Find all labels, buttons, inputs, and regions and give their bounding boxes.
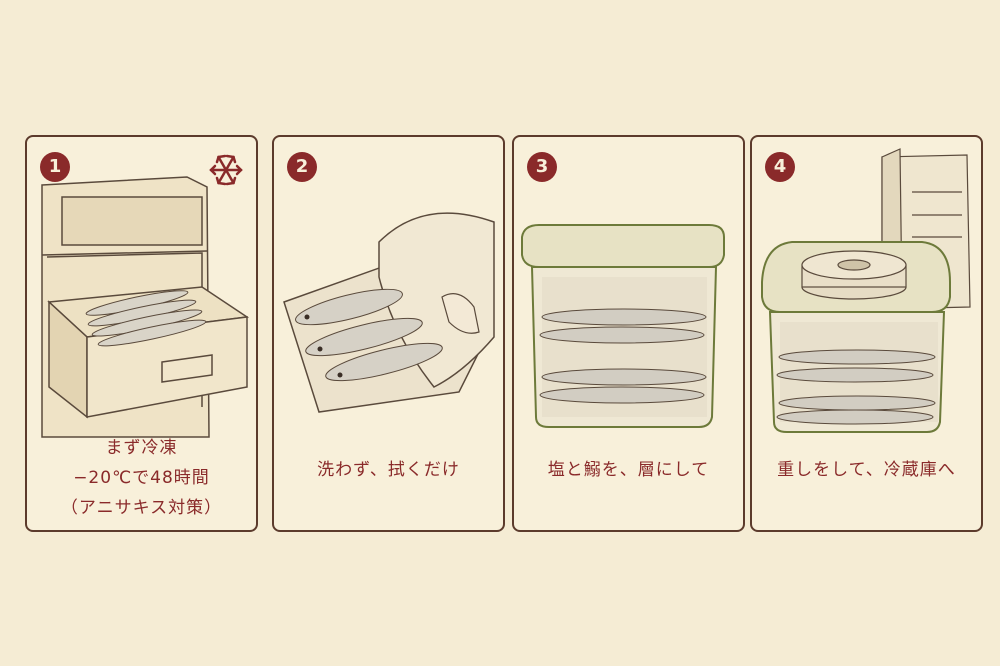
step-panel-3: 3 塩と鰯を、層にして: [512, 135, 745, 532]
step-caption-2: 洗わず、拭くだけ: [274, 455, 503, 485]
step-caption-1: まず冷凍 −20℃で48時間 （アニサキス対策）: [27, 433, 256, 523]
step-number-3: 3: [527, 152, 557, 182]
caption-line: −20℃で48時間: [73, 468, 210, 488]
caption-line: 洗わず、拭くだけ: [317, 460, 460, 480]
towel-wipe-illustration: [283, 212, 495, 413]
caption-line: （アニサキス対策）: [60, 498, 223, 518]
step-panel-1: 1 まず冷凍 −20℃で48時間: [25, 135, 258, 532]
step-panel-4: 4 重しをして、冷蔵庫へ: [750, 135, 983, 532]
step-panel-2: 2 洗わず、拭くだけ: [272, 135, 505, 532]
weight-fridge-illustration: [761, 148, 971, 433]
caption-line: 重しをして、冷蔵庫へ: [777, 460, 956, 480]
snowflake-icon: [209, 154, 243, 186]
step-caption-4: 重しをして、冷蔵庫へ: [752, 455, 981, 485]
step-number-4: 4: [765, 152, 795, 182]
step-caption-3: 塩と鰯を、層にして: [514, 455, 743, 485]
caption-line: まず冷凍: [105, 438, 178, 458]
caption-line: 塩と鰯を、層にして: [547, 460, 710, 480]
step-number-1: 1: [40, 152, 70, 182]
freezer-illustration: [41, 154, 250, 438]
salt-layer-container-illustration: [521, 224, 725, 428]
step-number-2: 2: [287, 152, 317, 182]
